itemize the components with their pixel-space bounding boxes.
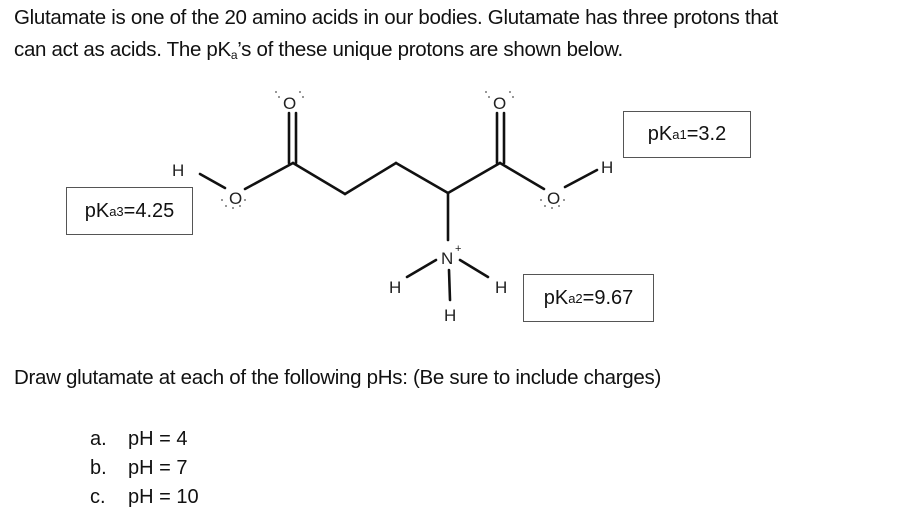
atom-o-right: O [547, 189, 560, 208]
option-text: pH = 10 [128, 486, 199, 508]
atom-o-top-left: O [283, 94, 296, 113]
atom-n: N [441, 249, 453, 268]
pka1-prefix: pK [647, 123, 673, 145]
intro-line-2: can act as acids. The pKa’s of these uni… [14, 34, 919, 71]
option-label: c. [90, 486, 106, 508]
n-charge: + [455, 243, 461, 255]
option-label: b. [90, 457, 107, 479]
atom-o-left: O [229, 189, 242, 208]
intro-paragraph: Glutamate is one of the 20 amino acids i… [14, 2, 919, 71]
pka1-value: =3.2 [686, 123, 727, 145]
atom-h-right: H [601, 158, 613, 177]
intro-line-2-post: ’s of these unique protons are shown bel… [237, 38, 623, 61]
atom-h-n-right: H [495, 278, 507, 297]
question-prompt: Draw glutamate at each of the following … [14, 366, 661, 389]
atom-h-n-left: H [389, 278, 401, 297]
lone-pair-dots [221, 91, 565, 209]
pka2-value: =9.67 [582, 286, 634, 309]
option-c: c. pH = 10 [90, 483, 199, 512]
option-label: a. [90, 428, 107, 450]
pka2-subscript: a2 [568, 290, 583, 306]
option-a: a. pH = 4 [90, 425, 199, 454]
option-text: pH = 7 [128, 457, 188, 479]
pka-subscript: a [230, 48, 238, 62]
pka1-subscript: a1 [672, 127, 687, 142]
pka3-value: =4.25 [123, 199, 175, 222]
option-text: pH = 4 [128, 428, 188, 450]
pka2-prefix: pK [543, 286, 569, 309]
option-b: b. pH = 7 [90, 454, 199, 483]
intro-line-1: Glutamate is one of the 20 amino acids i… [14, 6, 778, 29]
atom-h-left: H [172, 161, 184, 180]
pka3-prefix: pK [84, 199, 110, 222]
intro-line-2-pre: can act as acids. The pK [14, 38, 231, 61]
atom-h-n-bottom: H [444, 306, 456, 325]
pka3-subscript: a3 [109, 203, 124, 219]
atom-o-top-right: O [493, 94, 506, 113]
ph-options-list: a. pH = 4 b. pH = 7 c. pH = 10 [90, 425, 199, 512]
bonds [198, 111, 599, 302]
atoms: O O H O O H N + H H H [172, 94, 613, 325]
